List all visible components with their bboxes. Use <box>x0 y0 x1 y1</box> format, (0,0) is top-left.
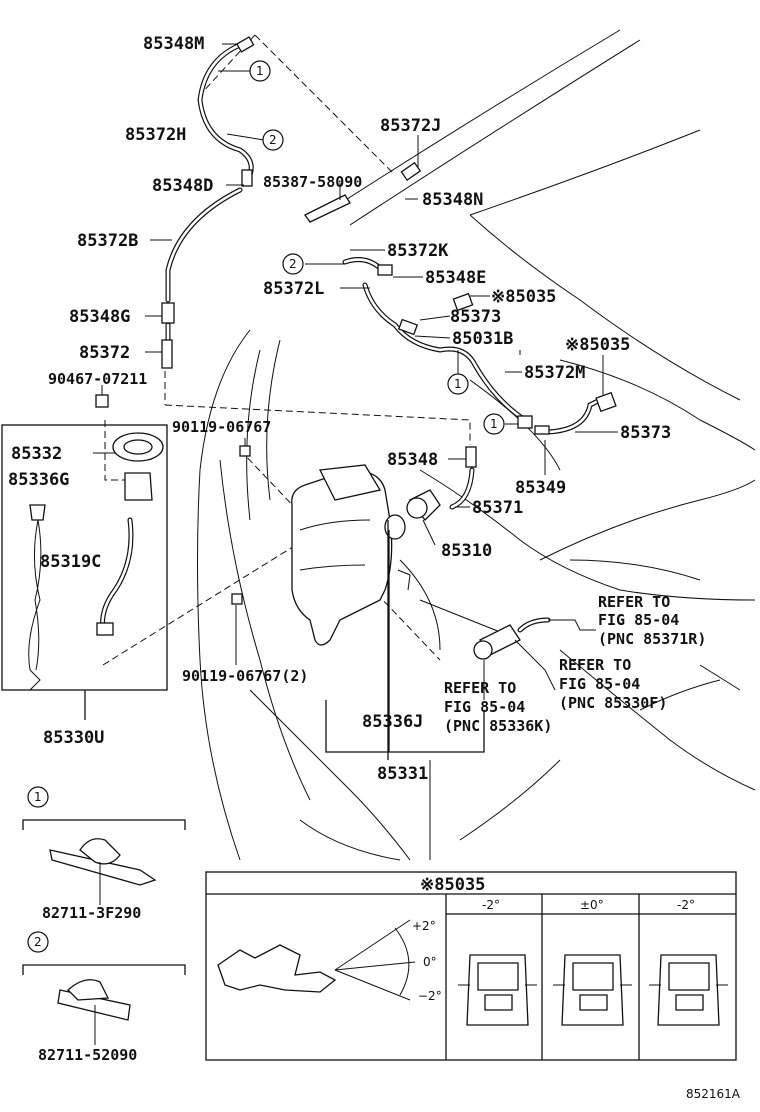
svg-text:+2°: +2° <box>412 919 436 933</box>
label-85373-upper: 85373 <box>450 307 501 327</box>
label-85331: 85331 <box>377 764 428 784</box>
svg-text:FIG 85-04: FIG 85-04 <box>444 698 525 716</box>
connector-view-2 <box>553 954 632 1026</box>
label-85372H: 85372H <box>125 125 186 145</box>
label-85349: 85349 <box>515 478 566 498</box>
inset-title: ※85035 <box>420 875 485 895</box>
inset-85035: ※85035 -2° ±0° -2° +2° 0° −2° <box>205 871 737 1061</box>
label-85336G: 85336G <box>8 470 69 490</box>
label-85348G: 85348G <box>69 307 130 327</box>
svg-text:0°: 0° <box>423 955 437 969</box>
svg-text:±0°: ±0° <box>580 898 604 912</box>
label-90467-07211: 90467-07211 <box>48 370 147 388</box>
label-85373-right: 85373 <box>620 423 671 443</box>
label-85319C: 85319C <box>40 552 101 572</box>
label-82711-52090: 82711-52090 <box>38 1046 137 1064</box>
svg-text:−2°: −2° <box>418 989 442 1003</box>
label-85031B: 85031B <box>452 329 513 349</box>
clip-part-1: 82711-3F290 <box>22 819 186 922</box>
label-90119-06767: 90119-06767 <box>172 418 271 436</box>
svg-text:1: 1 <box>256 64 264 78</box>
label-85372K: 85372K <box>387 241 449 261</box>
label-85035-right: ※85035 <box>565 335 630 355</box>
refer-notes: REFER TO FIG 85-04 (PNC 85371R) REFER TO… <box>444 593 706 735</box>
filler-parts <box>28 432 164 691</box>
svg-text:REFER TO: REFER TO <box>559 656 631 674</box>
svg-text:-2°: -2° <box>482 898 500 912</box>
vehicle-outline <box>197 29 756 861</box>
svg-text:FIG 85-04: FIG 85-04 <box>598 611 679 629</box>
diagram-id: 852161A <box>686 1087 741 1101</box>
label-85336J: 85336J <box>362 712 423 732</box>
svg-text:1: 1 <box>34 790 42 804</box>
connectors <box>95 36 617 605</box>
label-85035-upper: ※85035 <box>491 287 556 307</box>
svg-text:1: 1 <box>454 377 462 391</box>
svg-text:2: 2 <box>289 257 297 271</box>
label-85348: 85348 <box>387 450 438 470</box>
svg-text:1: 1 <box>490 417 498 431</box>
label-85332: 85332 <box>11 444 62 464</box>
washer-reservoir <box>291 464 521 660</box>
label-85371: 85371 <box>472 498 523 518</box>
label-85372L: 85372L <box>263 279 324 299</box>
svg-text:REFER TO: REFER TO <box>444 679 516 697</box>
svg-text:(PNC 85330F): (PNC 85330F) <box>559 694 667 712</box>
svg-text:-2°: -2° <box>677 898 695 912</box>
callout-circles: 1 2 2 1 1 1 2 <box>27 60 505 953</box>
label-85330U: 85330U <box>43 728 104 748</box>
label-85348E: 85348E <box>425 268 486 288</box>
svg-text:2: 2 <box>269 133 277 147</box>
label-90119-06767-2: 90119-06767(2) <box>182 667 308 685</box>
washer-hoses <box>100 42 603 633</box>
connector-view-1 <box>458 954 537 1026</box>
label-85372M: 85372M <box>524 363 585 383</box>
label-85348D: 85348D <box>152 176 213 196</box>
label-85387-58090: 85387-58090 <box>263 173 362 191</box>
label-85348N: 85348N <box>422 190 483 210</box>
label-85372: 85372 <box>79 343 130 363</box>
part-labels: 85348M 85372H 85348D 85372B 85348G 85372… <box>8 34 671 784</box>
svg-text:FIG 85-04: FIG 85-04 <box>559 675 640 693</box>
label-82711-3F290: 82711-3F290 <box>42 904 141 922</box>
leader-lines <box>93 43 741 700</box>
label-85372B: 85372B <box>77 231 138 251</box>
svg-text:2: 2 <box>34 935 42 949</box>
svg-text:REFER TO: REFER TO <box>598 593 670 611</box>
label-85310: 85310 <box>441 541 492 561</box>
clip-part-2: 82711-52090 <box>22 964 186 1064</box>
svg-text:(PNC 85336K): (PNC 85336K) <box>444 717 552 735</box>
label-85348M: 85348M <box>143 34 204 54</box>
svg-text:(PNC 85371R): (PNC 85371R) <box>598 630 706 648</box>
label-85372J: 85372J <box>380 116 441 136</box>
connector-view-3 <box>649 954 728 1026</box>
